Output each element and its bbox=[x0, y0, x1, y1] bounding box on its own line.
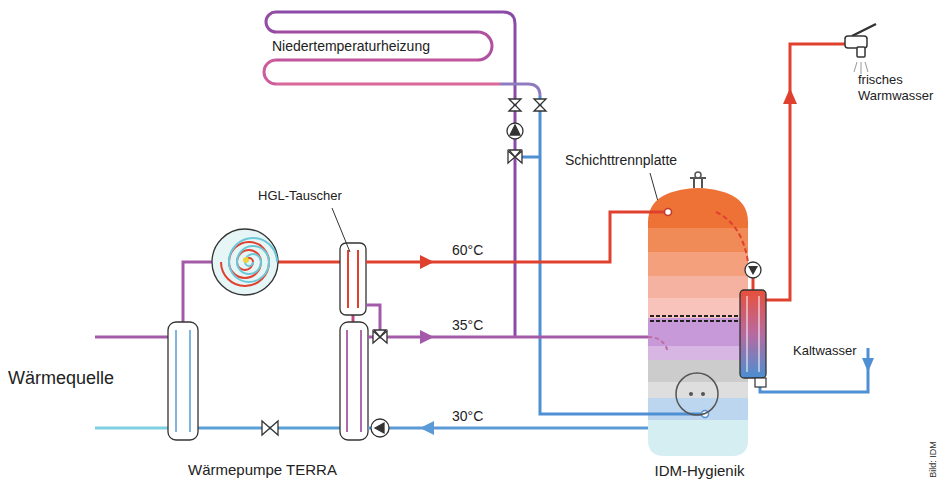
pipe-valve-pump bbox=[371, 330, 389, 437]
temperature-label: 60°C bbox=[452, 242, 483, 259]
refrigerant-circuit bbox=[183, 262, 353, 428]
loop-label: Niedertemperaturheizung bbox=[272, 38, 430, 55]
temperature-label: 30°C bbox=[452, 408, 483, 425]
source-label: Wärmequelle bbox=[8, 368, 114, 390]
leader-lines bbox=[332, 173, 690, 315]
faucet-symbol bbox=[845, 24, 876, 74]
heat-pump-parts bbox=[168, 229, 368, 440]
water-arrows bbox=[783, 88, 874, 372]
storage-tank: IDM-Hygienik bbox=[625, 172, 774, 482]
scroll-compressor bbox=[221, 238, 277, 286]
callout-label: HGL-Tauscher bbox=[258, 188, 342, 204]
domestic-water-pipes bbox=[760, 44, 868, 392]
exchanger-inner-lines bbox=[176, 250, 361, 432]
heating-valves bbox=[507, 99, 546, 163]
credit-label: Bild: IDM bbox=[928, 441, 939, 478]
storage-tank bbox=[625, 172, 770, 482]
tank-pipes bbox=[366, 212, 648, 428]
callout-label: Schichttrennplatte bbox=[565, 152, 677, 169]
flow-arrows bbox=[420, 255, 434, 435]
tank-caption: IDM-Hygienik bbox=[625, 462, 774, 480]
floor-heating-loop bbox=[264, 12, 648, 414]
unit-caption: Wärmepumpe TERRA bbox=[188, 461, 337, 479]
outlet-label: frisches Warmwasser bbox=[858, 72, 940, 104]
temperature-label: 35°C bbox=[452, 317, 483, 334]
inlet-label: Kaltwasser bbox=[793, 343, 857, 359]
